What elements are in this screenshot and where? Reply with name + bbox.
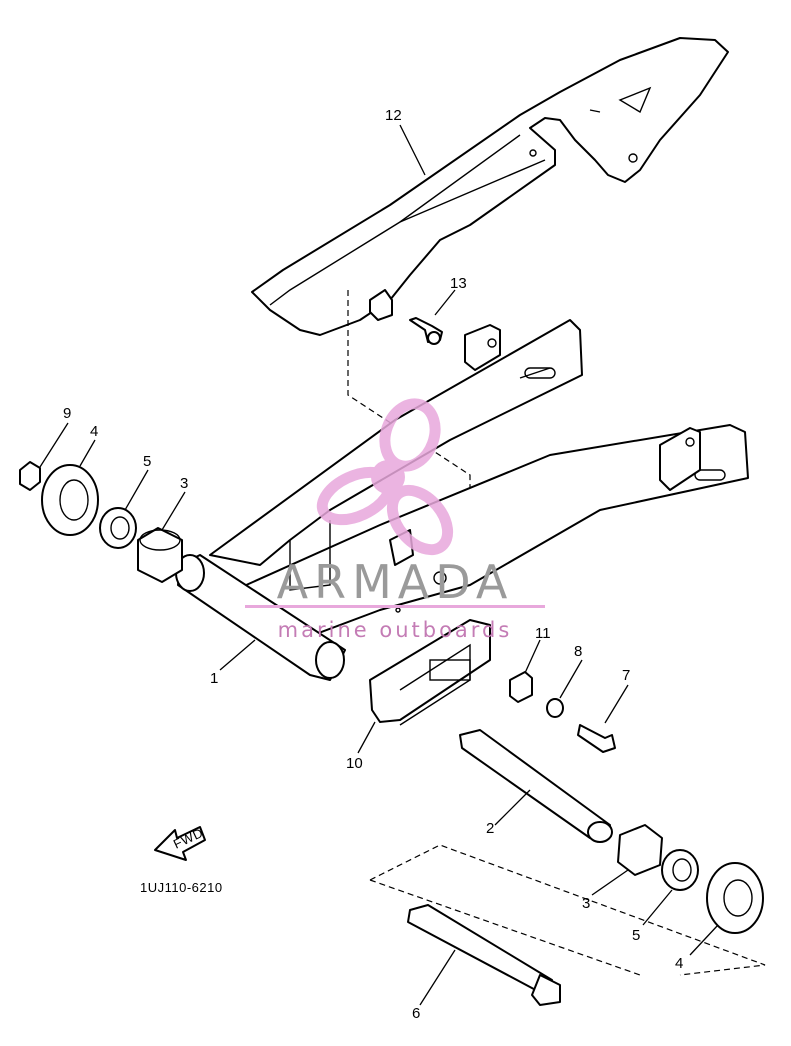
callout-5-right: 5	[632, 927, 640, 944]
callout-9: 7	[622, 667, 630, 684]
callout-3-right: 3	[582, 895, 590, 912]
long-bolt-part	[407, 904, 561, 1006]
spacer-washer-bolt-parts	[509, 671, 616, 753]
callout-4-right: 4	[675, 955, 683, 972]
diagram-code: 1UJ110-6210	[140, 880, 223, 895]
pivot-shaft-part	[459, 729, 613, 843]
left-bushing-stack	[19, 461, 183, 583]
callout-3-left: 3	[180, 475, 188, 492]
bolt-13-part	[409, 317, 443, 345]
callout-7: 9	[63, 405, 71, 422]
swingarm-part	[175, 319, 749, 681]
callout-8: 10	[346, 755, 363, 772]
watermark-subtitle: marine outboards	[278, 618, 513, 642]
callout-13: 13	[450, 275, 467, 292]
callout-11: 11	[535, 625, 551, 642]
right-bushing-stack	[617, 824, 764, 934]
chain-guard-part	[251, 37, 729, 336]
callout-12: 12	[385, 107, 402, 124]
watermark-divider	[245, 605, 545, 608]
callout-5-left: 5	[143, 453, 151, 470]
callout-2: 2	[486, 820, 494, 837]
callout-6: 6	[412, 1005, 420, 1022]
propeller-logo	[316, 398, 454, 556]
leader-lines	[39, 124, 719, 1006]
watermark-title: ARMADA	[277, 555, 514, 609]
callout-10: 8	[574, 643, 582, 660]
callout-4-left: 4	[90, 423, 98, 440]
chain-bracket-part	[369, 619, 491, 726]
callout-1: 1	[210, 670, 218, 687]
forward-direction-arrow: FWD	[154, 825, 206, 861]
